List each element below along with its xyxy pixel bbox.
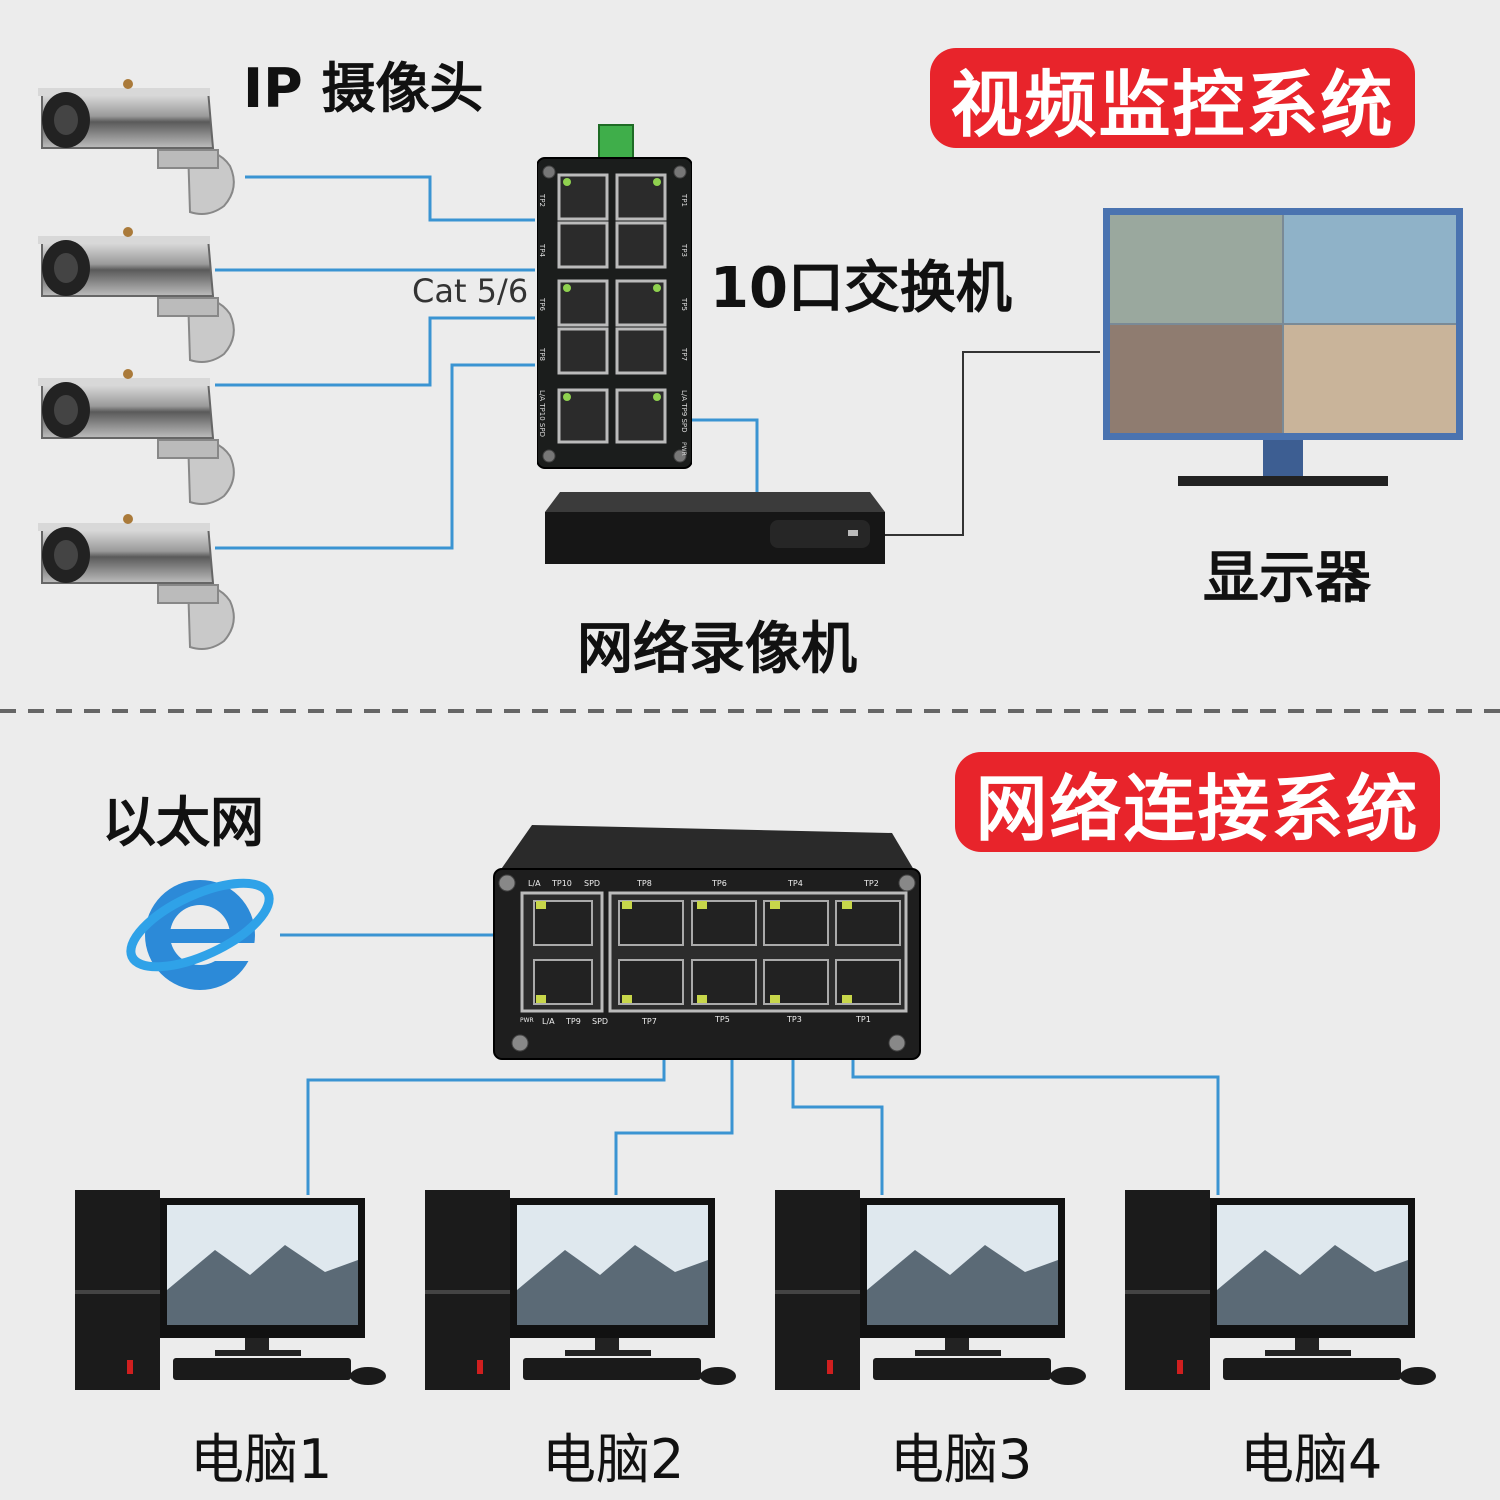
cable-pc4 [851,1058,1220,1195]
ethernet-label: 以太网 [102,791,264,854]
switch-pwr-label: PWR [680,442,687,456]
cable-nvr-monitor [885,351,1100,536]
switch-device-horizontal: L/A TP10 SPD TP8 TP6 TP4 TP2 PWR L/A TP9… [492,825,922,1060]
computer-label-1: 电脑1 [190,1428,333,1491]
cable-switch-nvr [690,418,759,493]
switch-label-tp9: TP9 [566,1017,581,1026]
switch-label-pwr: PWR [520,1017,534,1024]
nvr-label: 网络录像机 [577,617,857,682]
switch-label-tp2: TP2 [864,879,879,888]
switch-label-tp1: TP1 [856,1015,871,1024]
cable-pc1 [306,1058,666,1195]
ip-camera-group [37,78,253,658]
switch-port-label-right: TP7 [680,348,688,361]
cable-pc3 [791,1058,884,1195]
cable-camera-1 [245,175,535,222]
ip-camera-icons [37,78,235,650]
cable-label: Cat 5/6 [412,272,529,310]
switch-label: 10口交换机 [710,256,1012,321]
switch-port-label-right: L/A TP9 SPD [680,390,688,433]
switch-label-la-bottom: L/A [542,1017,555,1026]
network-system-badge: 网络连接系统 [955,752,1440,852]
switch-label-tp8: TP8 [637,879,652,888]
computer-icon-3 [775,1190,1086,1390]
switch-port-label-left: L/A TP10 SPD [538,390,546,437]
computer-icon-1 [75,1190,386,1390]
computer-icon-4 [1125,1190,1436,1390]
computer-label-3: 电脑3 [890,1428,1033,1491]
switch-label-la-top: L/A [528,879,541,888]
computer-label-4: 电脑4 [1240,1428,1383,1491]
switch-label-spd-top: SPD [584,879,601,888]
monitor-label: 显示器 [1203,546,1371,611]
switch-port-label-left: TP8 [538,348,546,361]
switch-device-vertical: TP2 TP4 TP6 TP8 L/A TP10 SPD TP1 TP3 TP5… [536,120,693,470]
switch-port-label-right: TP3 [680,244,688,257]
monitor-device [1103,208,1463,493]
switch-port-label-left: TP6 [538,298,546,311]
switch-label-tp6: TP6 [712,879,727,888]
cable-pc2 [614,1058,734,1195]
computer-label-2: 电脑2 [542,1428,685,1491]
camera-label: IP 摄像头 [243,57,484,120]
nvr-device [540,490,885,570]
computer-icon-2 [425,1190,736,1390]
switch-label-tp3: TP3 [787,1015,802,1024]
ethernet-e-icon [125,855,275,1005]
switch-port-label-left: TP4 [538,244,546,257]
switch-port-label-right: TP1 [680,194,688,207]
video-system-badge: 视频监控系统 [930,48,1415,148]
switch-label-spd-bottom: SPD [592,1017,609,1026]
camera-icon-1 [37,78,235,215]
switch-label-tp5: TP5 [715,1015,730,1024]
switch-port-label-left: TP2 [538,194,546,207]
switch-label-tp7: TP7 [642,1017,657,1026]
camera-icon-2 [37,226,235,363]
switch-label-tp10: TP10 [552,879,572,888]
switch-port-label-right: TP5 [680,298,688,311]
camera-icon-4 [37,513,235,650]
cable-camera-3 [215,316,535,387]
camera-icon-3 [37,368,235,505]
cable-camera-4 [215,363,535,550]
switch-label-tp4: TP4 [788,879,803,888]
